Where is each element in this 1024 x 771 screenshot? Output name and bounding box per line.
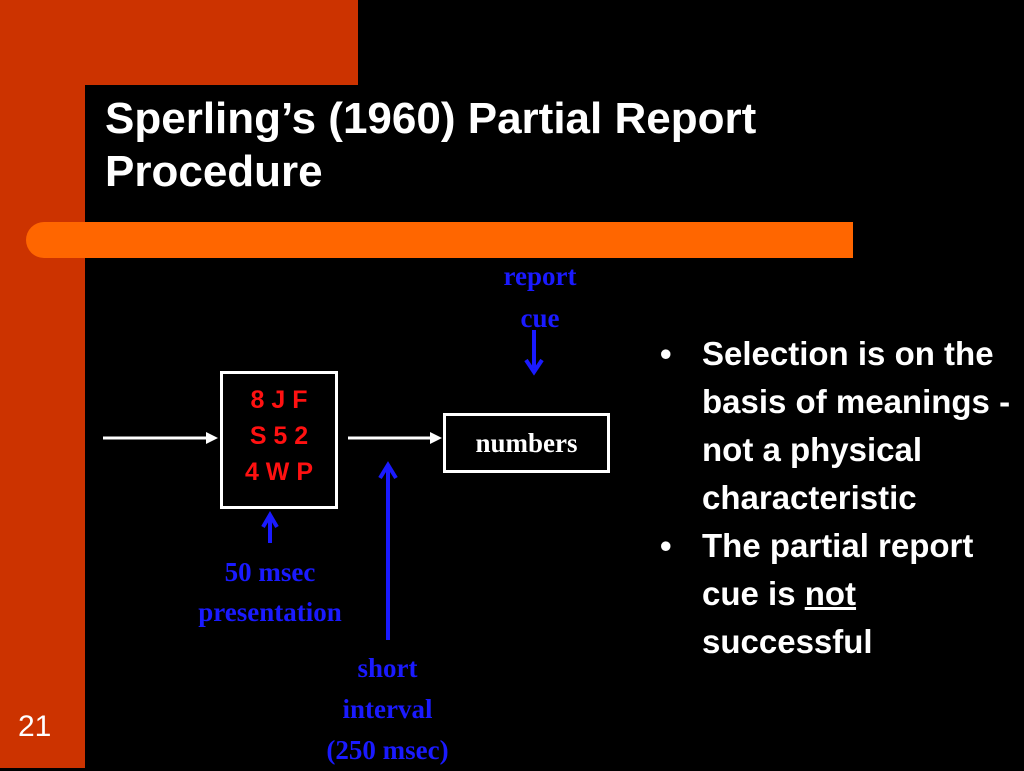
accent-divider-bar [26,222,853,258]
bullet-item: • Selection is on the basis of meanings … [660,330,1020,522]
bullet-text-suffix: successful [702,623,873,660]
interval-arrowhead [378,461,398,480]
left-decorative-bar [0,0,85,768]
letter-array: 8 J F S 5 2 4 W P [220,382,338,490]
numbers-box: numbers [443,413,610,473]
bullet-item: • The partial report cue is not successf… [660,522,1020,666]
report-cue-arrowhead [524,358,544,376]
letter-row: S 5 2 [249,422,309,450]
bullet-dot-icon: • [660,335,672,372]
bullet-text: Selection is on the basis of meanings - … [702,335,1011,516]
presentation-line: 50 msec [224,557,316,587]
interval-label: short interval (250 msec) [300,648,475,771]
letter-row: 4 W P [244,458,314,486]
letter-row: 8 J F [250,386,308,414]
bullet-list: • Selection is on the basis of meanings … [660,330,1020,666]
bullet-emphasis: not [804,575,857,612]
report-cue-line: report [503,261,577,291]
bullet-text-prefix: The partial report cue is [702,527,974,612]
bullet-text: The partial report cue is not successful [702,522,1020,666]
interval-line: interval [342,694,433,724]
interval-line: short [357,653,418,683]
slide-title: Sperling’s (1960) Partial Report Procedu… [105,94,757,196]
middle-arrowhead [430,432,442,444]
content-area [85,85,1024,768]
report-cue-line: cue [520,303,560,333]
presentation-label: 50 msec presentation [170,552,370,632]
slide-number: 21 [18,710,52,743]
presentation-arrowhead [261,511,279,529]
presentation-line: presentation [198,597,342,627]
letter-array-box [220,371,338,509]
top-decorative-block [0,0,358,85]
input-arrowhead [206,432,218,444]
report-cue-label: report cue [470,255,610,339]
interval-line: (250 msec) [326,735,449,765]
bullet-dot-icon: • [660,527,672,564]
